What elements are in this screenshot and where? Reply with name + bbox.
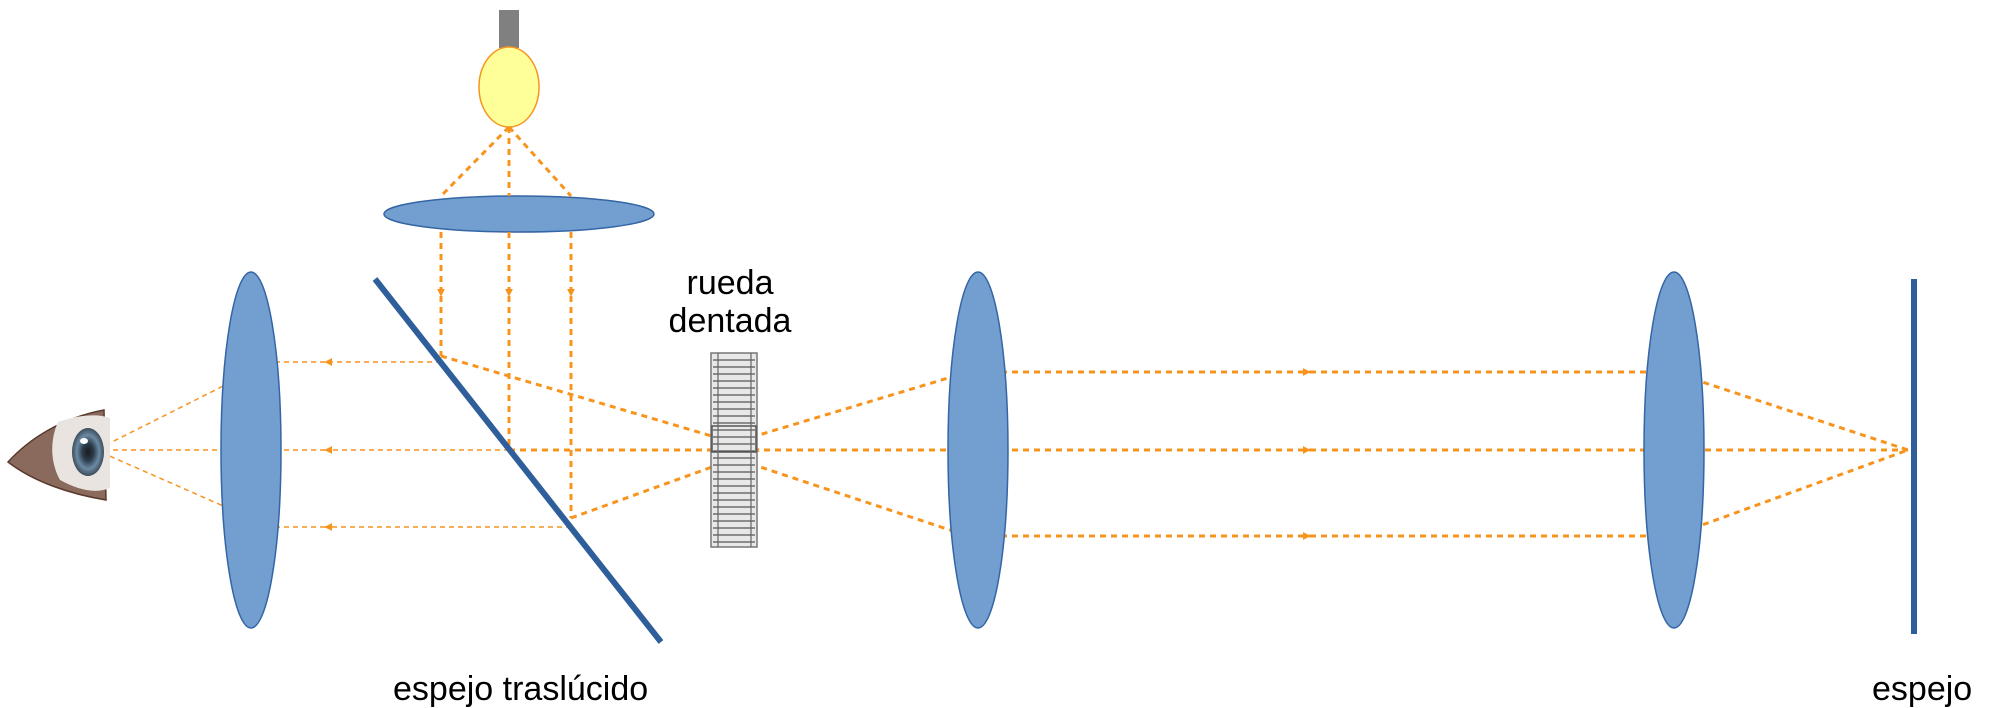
return-rays bbox=[95, 358, 571, 531]
bulb-socket bbox=[499, 10, 519, 48]
light-bulb-icon bbox=[478, 10, 540, 128]
wheel-teeth bbox=[713, 359, 755, 543]
toothed-wheel-label-line2: dentada bbox=[668, 302, 792, 340]
source-rays bbox=[439, 125, 573, 198]
objective-lens bbox=[1643, 271, 1705, 629]
eye-ray-top bbox=[95, 361, 272, 451]
collimator-lens bbox=[947, 271, 1009, 629]
ray-to-mirror-bottom bbox=[1671, 448, 1909, 538]
parallel-beam bbox=[968, 368, 1672, 540]
ray-to-mirror-top bbox=[1671, 370, 1909, 452]
eyepiece-lens bbox=[220, 271, 282, 629]
eye-highlight bbox=[80, 438, 88, 444]
toothed-wheel bbox=[710, 352, 758, 548]
toothed-wheel-label-line1: rueda bbox=[686, 264, 774, 302]
semitransparent-mirror bbox=[372, 277, 664, 644]
ray-upper-to-focus bbox=[440, 354, 760, 452]
bulb-glass bbox=[478, 46, 540, 128]
wheel-body bbox=[710, 352, 758, 548]
downward-rays bbox=[437, 232, 575, 518]
source-ray-right bbox=[507, 125, 573, 198]
focus-rays bbox=[440, 354, 969, 538]
condenser-lens bbox=[383, 195, 655, 233]
end-mirror-label: espejo bbox=[1872, 670, 1973, 708]
eye-icon bbox=[6, 409, 110, 501]
mirror-rays bbox=[1671, 370, 1909, 538]
source-ray-left bbox=[439, 125, 511, 198]
semitransparent-mirror-label: espejo traslúcido bbox=[393, 670, 649, 708]
wheel-hub bbox=[711, 425, 757, 453]
eye-iris bbox=[72, 428, 104, 476]
toothed-wheel-label: rueda dentada bbox=[660, 264, 800, 340]
